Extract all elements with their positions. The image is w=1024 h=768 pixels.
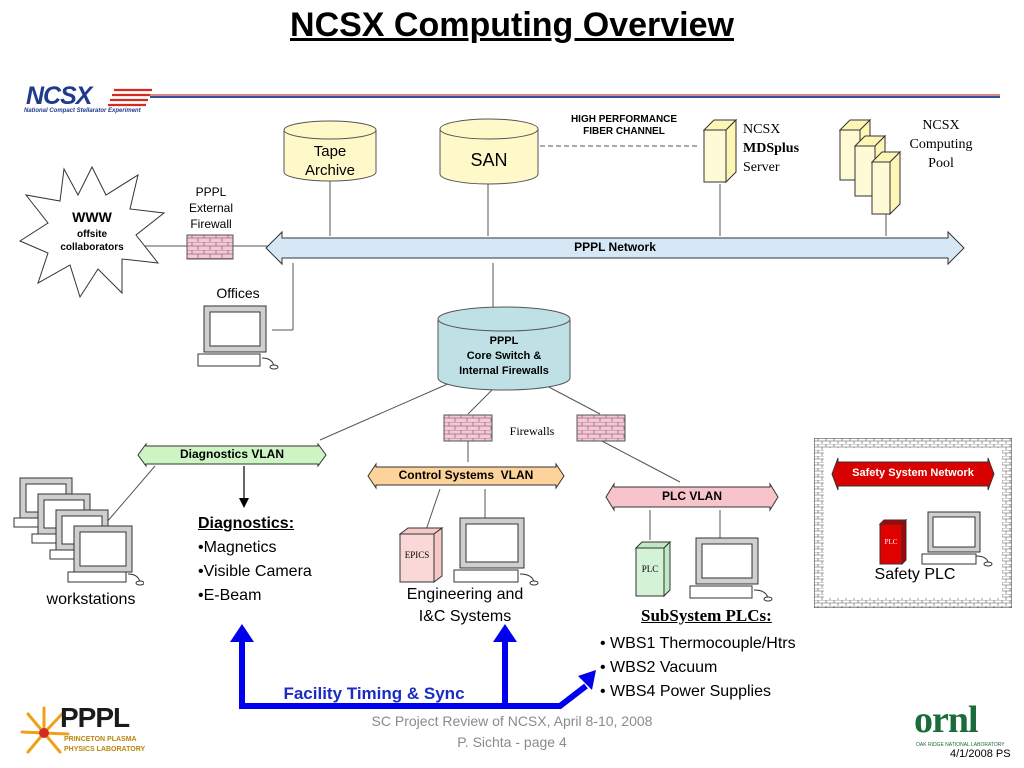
fiber-channel-label: HIGH PERFORMANCE FIBER CHANNEL [570,114,678,137]
ncsx-logo-subtitle: National Compact Stellarator Experiment [24,108,141,114]
computing-pool-label: NCSX Computing Pool [909,118,973,171]
offsite-collaborators-label: offsite collaborators [60,229,124,253]
plc-vlan-label: PLC VLAN [662,489,722,503]
tape-archive-cylinder: Tape Archive [282,120,378,182]
diagnostics-list: Diagnostics: •Magnetics •Visible Camera … [198,512,312,608]
mdsplus-line2: MDSplus [743,141,800,156]
safety-pc-icon [920,510,996,573]
subsystem-plc-item: • WBS4 Power Supplies [600,683,772,700]
epics-server-icon: EPICS [398,526,444,584]
safety-plc-box-label: PLC [884,538,898,546]
workstations-label: workstations [46,591,136,608]
diagnostics-vlan-label: Diagnostics VLAN [179,447,284,461]
core-switch-cylinder: PPPL Core Switch & Internal Firewalls [436,306,572,392]
internal-firewall-right-icon [576,414,626,447]
ornl-logo-text: ornl [914,699,979,741]
ncsx-logo-text: NCSX [26,82,92,110]
mdsplus-line1: NCSX [743,122,781,137]
engineering-pc-icon [450,516,542,593]
page-title: NCSX Computing Overview [290,6,734,44]
diagnostics-heading: Diagnostics: [198,515,295,532]
engineering-label: Engineering and I&C Systems [406,586,524,625]
internal-firewall-left-icon [443,414,493,447]
safety-plc-box-icon: PLC [878,518,908,566]
control-systems-vlan-bar: Control Systems VLAN [366,462,566,490]
san-cylinder: SAN [438,118,540,186]
tape-archive-label: Tape Archive [304,143,356,179]
pppl-logo: PPPL PRINCETON PLASMA PHYSICS LABORATORY [14,702,146,762]
firewalls-label: Firewalls [509,424,555,438]
header-rule-blue [150,96,1000,98]
control-systems-vlan-label: Control Systems VLAN [398,468,534,482]
core-switch-label: PPPL Core Switch & Internal Firewalls [459,335,549,377]
subsystem-plcs-heading: SubSystem PLCs: [641,606,772,625]
footer-line2: P. Sichta - page 4 [457,734,567,750]
diagnostics-item: •E-Beam [198,587,262,604]
header-rule [150,94,1000,96]
subsystem-plc-item: • WBS2 Vacuum [600,659,718,676]
plc-vlan-pc-icon [688,536,776,607]
safety-system-network-bar: Safety System Network [830,456,996,492]
plc-box-label: PLC [641,564,659,574]
pppl-logo-sub2: PHYSICS LABORATORY [64,746,146,753]
offices-label: Offices [216,285,260,301]
www-label: WWW [72,209,112,225]
subsystem-plcs-list: • WBS1 Thermocouple/Htrs • WBS2 Vacuum •… [600,632,796,704]
timing-sync-label: Facility Timing & Sync [283,684,465,703]
plc-vlan-bar: PLC VLAN [604,482,780,512]
epics-label: EPICS [404,550,430,560]
subsystem-plc-item: • WBS1 Thermocouple/Htrs [600,635,796,652]
external-firewall-label: PPPL External Firewall [188,185,234,231]
offices-pc-icon [196,304,280,375]
pppl-logo-text: PPPL [60,702,130,733]
diagnostics-item: •Visible Camera [198,563,312,580]
plc-box-icon: PLC [634,540,672,598]
san-label: SAN [470,150,508,170]
ornl-logo: ornl OAK RIDGE NATIONAL LABORATORY [908,699,1016,760]
ornl-logo-sub: OAK RIDGE NATIONAL LABORATORY [916,742,1005,748]
pppl-logo-sub1: PRINCETON PLASMA [64,736,137,743]
external-firewall-icon [186,234,234,265]
mdsplus-server-label: NCSX MDSplus Server [743,120,799,177]
computing-pool-icon [838,118,902,216]
footer-date: 4/1/2008 PS [950,748,1011,760]
diagnostics-vlan-bar: Diagnostics VLAN [136,442,328,468]
safety-system-network-label: Safety System Network [852,467,974,479]
footer-line1: SC Project Review of NCSX, April 8-10, 2… [371,713,653,729]
diagnostics-item: •Magnetics [198,539,277,556]
safety-plc-label: Safety PLC [874,566,956,583]
mdsplus-server-icon [702,118,738,184]
ncsx-logo: NCSX National Compact Stellarator Experi… [22,82,162,118]
workstations-cluster-icon [8,476,145,593]
pppl-network-bar: PPPL Network [264,230,966,266]
mdsplus-line3: Server [743,160,780,175]
pppl-network-label: PPPL Network [574,240,656,254]
www-starburst: WWW offsite collaborators [18,165,166,300]
